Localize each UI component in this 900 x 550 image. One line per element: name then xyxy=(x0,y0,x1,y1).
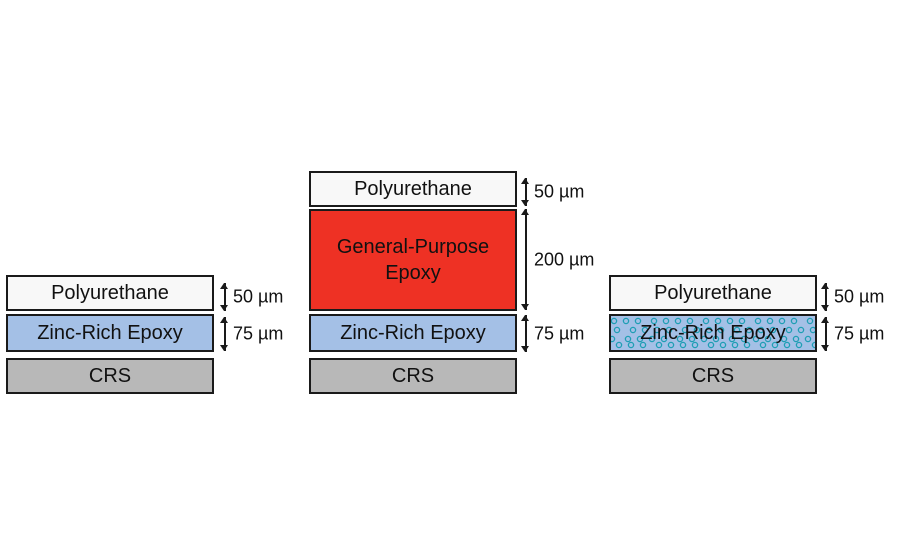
zinc-particle xyxy=(717,326,725,334)
zinc-particle xyxy=(743,341,751,349)
layer-label: Zinc-Rich Epoxy xyxy=(340,322,486,344)
zinc-particle xyxy=(674,317,682,325)
zinc-particle xyxy=(740,335,748,343)
zinc-particle xyxy=(757,326,765,334)
zinc-particle xyxy=(665,326,673,334)
polyurethane-layer: Polyurethane xyxy=(609,275,817,311)
zinc-particle xyxy=(804,335,812,343)
layer-label: Polyurethane xyxy=(51,282,169,304)
zinc-particle xyxy=(611,317,618,325)
polyurethane-layer: Polyurethane xyxy=(309,171,517,207)
zinc-particle xyxy=(754,317,762,325)
zinc-particle xyxy=(726,317,734,325)
zinc-rich-epoxy-layer: Zinc-Rich Epoxy xyxy=(6,314,214,352)
thickness-label: 50 µm xyxy=(534,181,585,202)
zinc-particle xyxy=(731,341,739,349)
layer-label: Polyurethane xyxy=(354,178,472,200)
zinc-particle xyxy=(705,326,713,334)
layer-label: CRS xyxy=(88,365,132,387)
zinc-particle xyxy=(611,335,616,343)
zinc-particle xyxy=(681,326,689,334)
layer-label: Zinc-Rich Epoxy xyxy=(37,322,183,344)
thickness-label: 50 µm xyxy=(233,286,284,307)
zinc-particle xyxy=(667,341,675,349)
zinc-particle xyxy=(738,317,746,325)
zinc-rich-epoxy-layer: Zinc-Rich Epoxy xyxy=(309,314,517,352)
zinc-particle xyxy=(745,326,753,334)
zinc-particles xyxy=(611,317,815,349)
zinc-particle xyxy=(700,335,708,343)
zinc-particle xyxy=(653,326,661,334)
zinc-particle xyxy=(733,326,741,334)
zinc-particle xyxy=(627,341,635,349)
zinc-particle xyxy=(809,326,815,334)
zinc-particle xyxy=(728,335,736,343)
zinc-particle xyxy=(702,317,710,325)
zinc-particle xyxy=(686,317,694,325)
zinc-particle xyxy=(790,317,798,325)
zinc-particle xyxy=(792,335,800,343)
zinc-particle xyxy=(766,317,774,325)
zinc-particle xyxy=(691,341,699,349)
zinc-particle xyxy=(624,335,632,343)
zinc-particle xyxy=(806,317,814,325)
zinc-particle xyxy=(759,341,767,349)
zinc-particle xyxy=(719,341,727,349)
zinc-particle xyxy=(650,317,658,325)
zinc-particle xyxy=(769,326,777,334)
layer-label: General-Purpose Epoxy xyxy=(336,236,490,284)
zinc-particle xyxy=(707,341,715,349)
thickness-label: 75 µm xyxy=(534,323,585,343)
zinc-particle xyxy=(778,317,786,325)
zinc-particle xyxy=(783,341,791,349)
polyurethane-layer: Polyurethane xyxy=(6,275,214,311)
zinc-particle xyxy=(622,317,630,325)
zinc-particle xyxy=(752,335,760,343)
zinc-particle xyxy=(797,326,805,334)
crs-substrate: CRS xyxy=(309,358,517,394)
thickness-label: 200 µm xyxy=(534,249,595,269)
zinc-particle xyxy=(641,326,649,334)
zinc-particle xyxy=(693,326,701,334)
layer-label: CRS xyxy=(691,365,735,387)
zinc-particle xyxy=(636,335,644,343)
thickness-label: 50 µm xyxy=(834,286,885,307)
zinc-particle xyxy=(785,326,793,334)
zinc-particle xyxy=(780,335,788,343)
zinc-particle xyxy=(714,317,722,325)
zinc-particle xyxy=(712,335,720,343)
zinc-particle xyxy=(795,341,803,349)
zinc-particle xyxy=(679,341,687,349)
layer-label: Polyurethane xyxy=(654,282,772,304)
zinc-particle xyxy=(655,341,663,349)
zinc-particle xyxy=(615,341,623,349)
zinc-particle xyxy=(648,335,656,343)
layer-label: CRS xyxy=(391,365,435,387)
zinc-particle xyxy=(613,326,621,334)
general-purpose-epoxy-layer: General-Purpose Epoxy xyxy=(309,209,517,311)
zinc-particle xyxy=(662,317,670,325)
zinc-particle xyxy=(764,335,772,343)
zinc-particle xyxy=(660,335,668,343)
crs-substrate: CRS xyxy=(6,358,214,394)
zinc-rich-epoxy-layer: Zinc-Rich Epoxy xyxy=(609,314,817,352)
crs-substrate: CRS xyxy=(609,358,817,394)
layer-label: Zinc-Rich Epoxy xyxy=(640,322,786,344)
thickness-label: 75 µm xyxy=(834,323,885,344)
zinc-particle xyxy=(811,341,815,349)
zinc-particle xyxy=(634,317,642,325)
zinc-particle xyxy=(629,326,637,334)
thickness-label: 75 µm xyxy=(233,323,284,344)
zinc-particle xyxy=(639,341,647,349)
zinc-particle xyxy=(771,341,779,349)
zinc-particle xyxy=(676,335,684,343)
zinc-particle xyxy=(688,335,696,343)
